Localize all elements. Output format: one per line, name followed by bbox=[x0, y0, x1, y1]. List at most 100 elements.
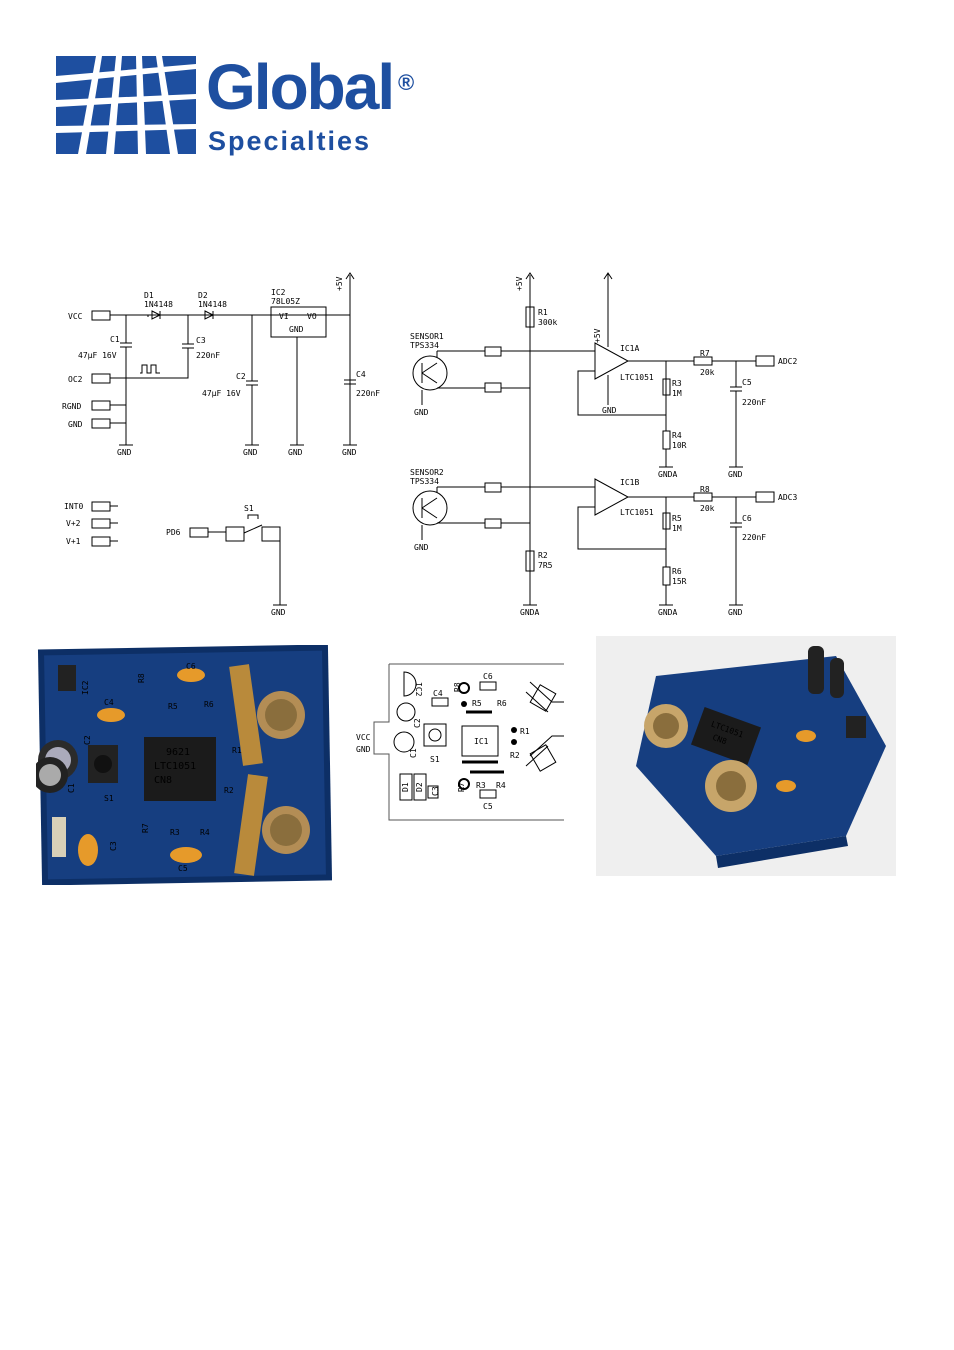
gnd-c5: GND bbox=[728, 470, 743, 479]
c3-ref: C3 bbox=[196, 336, 206, 345]
ic2-ref: IC2 bbox=[271, 288, 286, 297]
layout-c5: C5 bbox=[483, 802, 493, 811]
sensor2-part: TPS334 bbox=[410, 477, 439, 486]
r1-ref: R1 bbox=[538, 308, 548, 317]
supply-5v-r1: +5V bbox=[515, 276, 524, 291]
power-section: VCC OC2 RGND GND D1 1N4148 D2 1N4148 C1 … bbox=[62, 272, 380, 457]
d1-part: 1N4148 bbox=[144, 300, 173, 309]
layout-r6: R6 bbox=[497, 699, 507, 708]
label-c1: C1 bbox=[67, 783, 76, 793]
r2-ref: R2 bbox=[538, 551, 548, 560]
globe-rays-icon bbox=[56, 56, 196, 154]
layout-c2: C2 bbox=[413, 718, 422, 728]
label-c5: C5 bbox=[178, 864, 188, 873]
gnd-label-5: GND bbox=[271, 608, 286, 617]
gnd-s2: GND bbox=[414, 543, 429, 552]
sensor1-part: TPS334 bbox=[410, 341, 439, 350]
layout-d2: D2 bbox=[415, 782, 424, 792]
board-photo-top: 9621 LTC1051 CN8 IC2 C6 R8 C4 R5 R6 R1 C… bbox=[36, 645, 332, 885]
r1-val: 300k bbox=[538, 318, 557, 327]
c4-ref: C4 bbox=[356, 370, 366, 379]
pin-int0: INT0 bbox=[64, 502, 83, 511]
label-r6: R6 bbox=[204, 700, 214, 709]
r3-val: 1M bbox=[672, 389, 682, 398]
r4-val: 10R bbox=[672, 441, 687, 450]
label-r8: R8 bbox=[137, 673, 146, 683]
label-r5: R5 bbox=[168, 702, 178, 711]
gnda-2: GNDA bbox=[658, 470, 677, 479]
adc2-label: ADC2 bbox=[778, 357, 797, 366]
layout-r1: R1 bbox=[520, 727, 530, 736]
board-photo-angled: LTC1051 CN8 bbox=[596, 636, 896, 876]
layout-r4: R4 bbox=[496, 781, 506, 790]
layout-r5: R5 bbox=[472, 699, 482, 708]
label-c4: C4 bbox=[104, 698, 114, 707]
c2-ref: C2 bbox=[236, 372, 246, 381]
r6-ref: R6 bbox=[672, 567, 682, 576]
c6-val: 220nF bbox=[742, 533, 766, 542]
c5-ref: C5 bbox=[742, 378, 752, 387]
adc3-label: ADC3 bbox=[778, 493, 797, 502]
brand-name: Global bbox=[206, 51, 395, 123]
registered-mark: ® bbox=[398, 70, 415, 95]
layout-ic2: IC2 bbox=[414, 682, 423, 697]
layout-c1: C1 bbox=[409, 748, 418, 758]
layout-r3: R3 bbox=[476, 781, 486, 790]
sensor1-label: SENSOR1 bbox=[410, 332, 444, 341]
d1-ref: D1 bbox=[144, 291, 154, 300]
gnd-label-4: GND bbox=[342, 448, 357, 457]
ic1a-label: IC1A bbox=[620, 344, 639, 353]
label-r1: R1 bbox=[232, 746, 242, 755]
r7-ref: R7 bbox=[700, 349, 710, 358]
ic1a-part: LTC1051 bbox=[620, 373, 654, 382]
label-r4: R4 bbox=[200, 828, 210, 837]
sensor-amplifier: +5V R1 300k R2 7R5 GNDA SENSOR1 TPS334 G… bbox=[410, 272, 797, 617]
sensor2-label: SENSOR2 bbox=[410, 468, 444, 477]
d2-ref: D2 bbox=[198, 291, 208, 300]
pin-pd6: PD6 bbox=[166, 528, 181, 537]
r4-ref: R4 bbox=[672, 431, 682, 440]
label-s1: S1 bbox=[104, 794, 114, 803]
layout-s1: S1 bbox=[430, 755, 440, 764]
gnd-label-1: GND bbox=[117, 448, 132, 457]
pcb-component-layout: IC2 R8 C6 C4 R5 R6 R1 VCC GND C2 S1 IC1 … bbox=[356, 663, 564, 821]
layout-ic1: IC1 bbox=[474, 737, 489, 746]
c2-val: 47µF 16V bbox=[202, 389, 241, 398]
layout-c3: C3 bbox=[431, 786, 440, 796]
gnd-s1: GND bbox=[414, 408, 429, 417]
chip-line-1: 9621 bbox=[166, 747, 190, 758]
layout-r8: R8 bbox=[453, 682, 462, 692]
pin-vcc: VCC bbox=[68, 312, 83, 321]
ic2-part: 78L05Z bbox=[271, 297, 300, 306]
ic1b-label: IC1B bbox=[620, 478, 639, 487]
r5-ref: R5 bbox=[672, 514, 682, 523]
label-r2: R2 bbox=[224, 786, 234, 795]
supply-5v-left: +5V bbox=[335, 276, 344, 291]
layout-gnd: GND bbox=[356, 745, 371, 754]
circuit-schematic: VCC OC2 RGND GND D1 1N4148 D2 1N4148 C1 … bbox=[62, 272, 797, 617]
label-c6: C6 bbox=[186, 662, 196, 671]
ic2-gnd: GND bbox=[289, 325, 304, 334]
supply-5v-ic1: +5V bbox=[593, 328, 602, 343]
layout-r7: R7 bbox=[457, 782, 466, 792]
gnd-ic1: GND bbox=[602, 406, 617, 415]
switch-section: INT0 V+2 V+1 PD6 S1 GND bbox=[64, 501, 287, 617]
gnd-label-2: GND bbox=[243, 448, 258, 457]
gnda-1: GNDA bbox=[520, 608, 539, 617]
layout-c6: C6 bbox=[483, 672, 493, 681]
gnda-3: GNDA bbox=[658, 608, 677, 617]
brand-subtitle: Specialties bbox=[208, 126, 372, 156]
ic2-vi: VI bbox=[279, 312, 289, 321]
layout-vcc: VCC bbox=[356, 733, 371, 742]
r8-val: 20k bbox=[700, 504, 715, 513]
chip-line-2: LTC1051 bbox=[154, 761, 196, 772]
r6-val: 15R bbox=[672, 577, 687, 586]
layout-c4: C4 bbox=[433, 689, 443, 698]
chip-line-3: CN8 bbox=[154, 775, 172, 786]
label-r3: R3 bbox=[170, 828, 180, 837]
global-specialties-logo: Global Specialties ® bbox=[56, 51, 416, 160]
c1-ref: C1 bbox=[110, 335, 120, 344]
r3-ref: R3 bbox=[672, 379, 682, 388]
s1-ref: S1 bbox=[244, 504, 254, 513]
c5-val: 220nF bbox=[742, 398, 766, 407]
